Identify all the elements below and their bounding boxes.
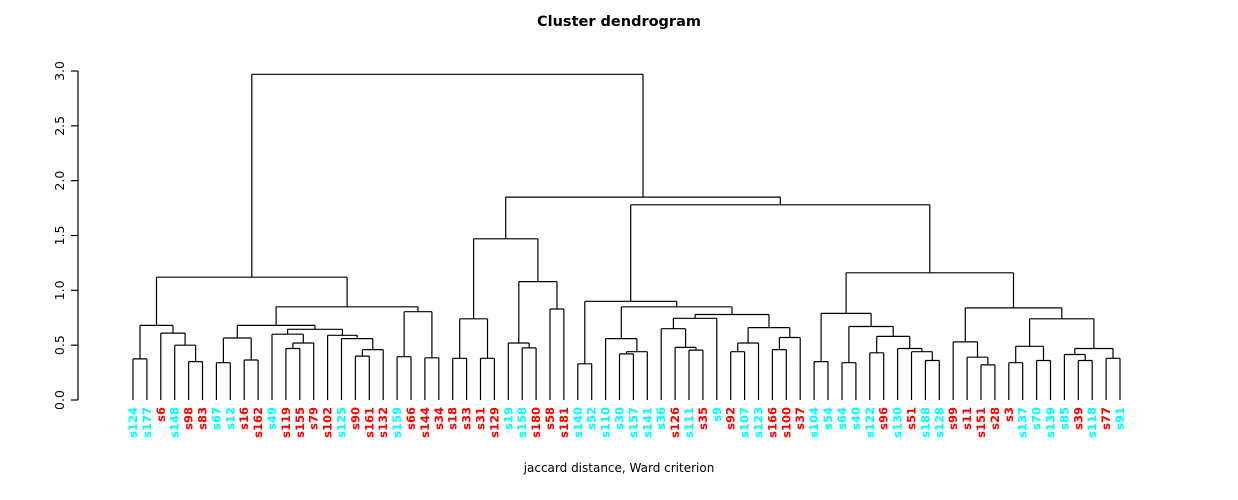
y-axis: 0.0 0.5 1.0 1.5 2.0 2.5 3.0 [52,61,79,410]
leaf-label: s139 [1044,407,1058,438]
leaf-label: s34 [432,407,446,430]
leaf-label: s77 [1099,407,1113,430]
leaf-label: s137 [1016,407,1030,438]
leaf-label: s158 [515,407,529,438]
plot-caption: jaccard distance, Ward criterion [523,461,715,475]
leaf-label: s31 [474,407,488,430]
leaf-label: s58 [543,407,557,430]
y-axis-tick-label: 1.0 [52,280,67,300]
plot-title: Cluster dendrogram [537,14,701,30]
leaf-label: s157 [626,407,640,438]
leaf-label: s166 [765,407,779,438]
leaf-label: s19 [501,407,515,430]
leaf-label: s122 [863,407,877,438]
leaf-label: s110 [599,407,613,438]
leaf-label: s70 [1030,407,1044,430]
leaf-label: s180 [529,407,543,438]
leaf-label: s155 [293,407,307,438]
leaf-label: s54 [821,407,835,430]
dendrogram-tree [132,73,1121,400]
leaf-label: s92 [724,407,738,430]
leaf-label: s11 [960,407,974,430]
leaf-label: s107 [738,407,752,438]
leaf-label: s9 [710,407,724,422]
leaf-label: s40 [849,407,863,430]
leaf-label: s52 [585,407,599,430]
leaf-label: s79 [307,407,321,430]
y-axis-tick-label: 0.5 [52,335,67,355]
leaf-label: s159 [390,407,404,438]
leaf-label: s36 [654,407,668,430]
leaf-label: s98 [182,407,196,430]
leaf-label: s64 [835,407,849,430]
leaf-label: s85 [1057,407,1071,430]
leaf-label: s148 [168,407,182,438]
leaf-label: s129 [487,407,501,438]
leaf-label: s83 [196,407,210,430]
leaf-label: s140 [571,407,585,438]
leaf-label: s37 [793,407,807,430]
leaf-label: s96 [877,407,891,430]
leaf-label: s151 [974,407,988,438]
leaf-label: s123 [752,407,766,438]
leaf-label: s104 [807,407,821,438]
leaf-label: s99 [946,407,960,430]
leaf-label: s161 [362,407,376,438]
leaf-label: s30 [613,407,627,430]
leaf-label: s16 [237,407,251,430]
y-axis-tick-label: 1.5 [52,226,67,246]
dendrogram-branches [132,73,1121,400]
leaf-label: s132 [376,407,390,438]
leaf-label: s118 [1085,407,1099,438]
leaf-label: s128 [932,407,946,438]
leaf-label: s51 [905,407,919,430]
leaf-label: s66 [404,407,418,430]
leaf-label: s12 [223,407,237,430]
y-axis-tick-label: 2.0 [52,171,67,191]
leaf-label: s39 [1071,407,1085,430]
leaf-label: s162 [251,407,265,438]
leaf-label: s126 [668,407,682,438]
leaf-label: s100 [779,407,793,438]
leaf-label: s111 [682,407,696,438]
leaf-label: s90 [348,407,362,430]
leaf-label: s28 [988,407,1002,430]
leaf-label: s130 [891,407,905,438]
leaf-label: s49 [265,407,279,430]
leaf-label: s119 [279,407,293,438]
leaf-label: s102 [321,407,335,438]
y-axis-tick-label: 0.0 [52,390,67,410]
leaf-label: s91 [1113,407,1127,430]
leaf-label: s124 [126,407,140,438]
y-axis-tick-label: 2.5 [52,116,67,136]
leaf-label: s3 [1002,407,1016,422]
leaf-label: s141 [640,407,654,438]
leaf-label: s18 [446,407,460,430]
leaf-label: s125 [335,407,349,438]
leaf-label: s33 [460,407,474,430]
leaf-label: s181 [557,407,571,438]
y-axis-tick-label: 3.0 [52,61,67,81]
leaf-label: s188 [918,407,932,438]
leaf-label: s144 [418,407,432,438]
leaf-label: s67 [209,407,223,430]
leaf-label: s177 [140,407,154,438]
leaf-label: s35 [696,407,710,430]
leaf-label: s6 [154,407,168,422]
